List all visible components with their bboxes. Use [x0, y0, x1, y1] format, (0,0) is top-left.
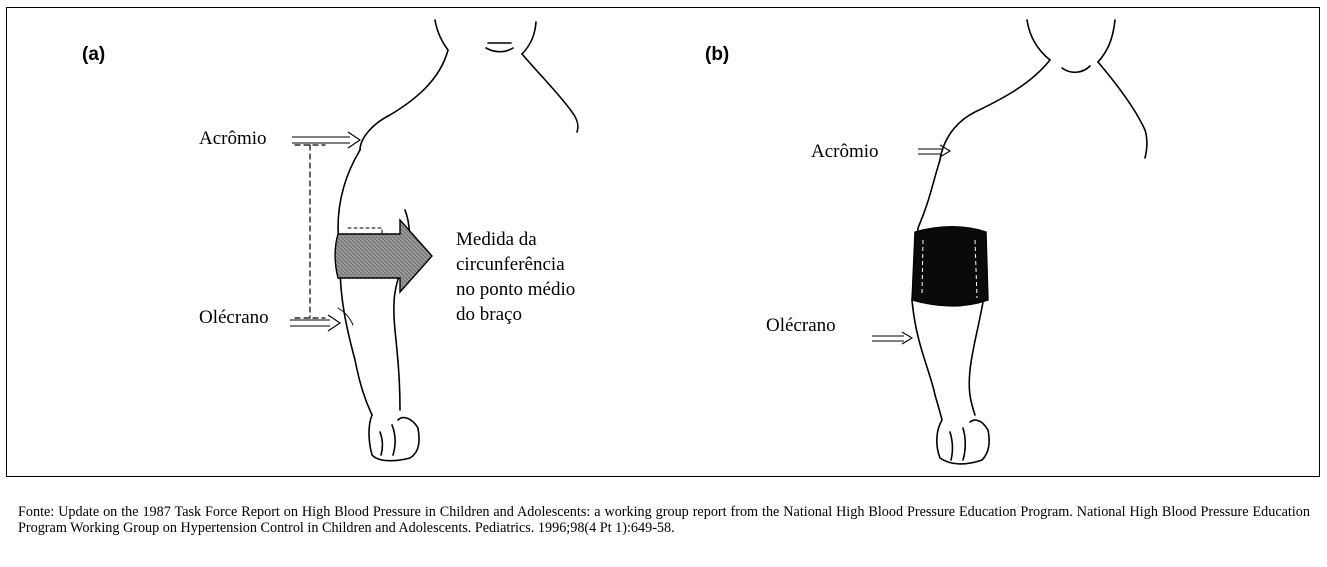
panel-b-acromion-label: Acrômio — [811, 139, 879, 164]
panel-a-note-line-2: circunferência — [456, 252, 575, 277]
panel-b-acromion-arrow — [918, 145, 950, 157]
panel-a-neck-right — [522, 22, 536, 54]
panel-a-mouth — [486, 43, 513, 52]
panel-b-neck-left — [1027, 20, 1050, 60]
panel-a-note-line-1: Medida da — [456, 227, 575, 252]
panel-b-fist — [937, 420, 989, 464]
panel-a-chest — [522, 54, 578, 132]
panel-b-shoulder — [940, 60, 1050, 160]
panel-a-arm-outer — [338, 150, 372, 415]
panel-a-note-line-4: do braço — [456, 302, 575, 327]
panel-b-cuff — [912, 227, 988, 306]
panel-a-pointer-arrows — [290, 132, 360, 331]
panel-b-chest — [1098, 62, 1147, 158]
panel-a-acromion-arrow — [292, 132, 360, 148]
panel-b-arm-inner — [969, 302, 983, 415]
panel-a-acromion-label: Acrômio — [199, 126, 267, 151]
panel-b-label: (b) — [705, 44, 729, 66]
panel-b-neck-right — [1098, 20, 1115, 62]
panel-a-fist — [369, 415, 419, 461]
panel-a-neck-left — [435, 20, 448, 50]
panel-a-measurement-note: Medida da circunferência no ponto médio … — [456, 227, 575, 327]
figure-caption: Fonte: Update on the 1987 Task Force Rep… — [18, 505, 1310, 536]
panel-a-note-line-3: no ponto médio — [456, 277, 575, 302]
panel-b-olecranon-arrow — [872, 332, 912, 344]
panel-a-measuring-arrow — [335, 220, 432, 292]
panel-a-measure-line — [295, 145, 325, 318]
panel-a-label: (a) — [82, 44, 105, 66]
panel-b-mouth — [1062, 66, 1090, 72]
panel-b-olecranon-label: Olécrano — [766, 313, 836, 338]
panel-a-shoulder — [360, 50, 448, 150]
panel-a-olecranon-label: Olécrano — [199, 305, 269, 330]
